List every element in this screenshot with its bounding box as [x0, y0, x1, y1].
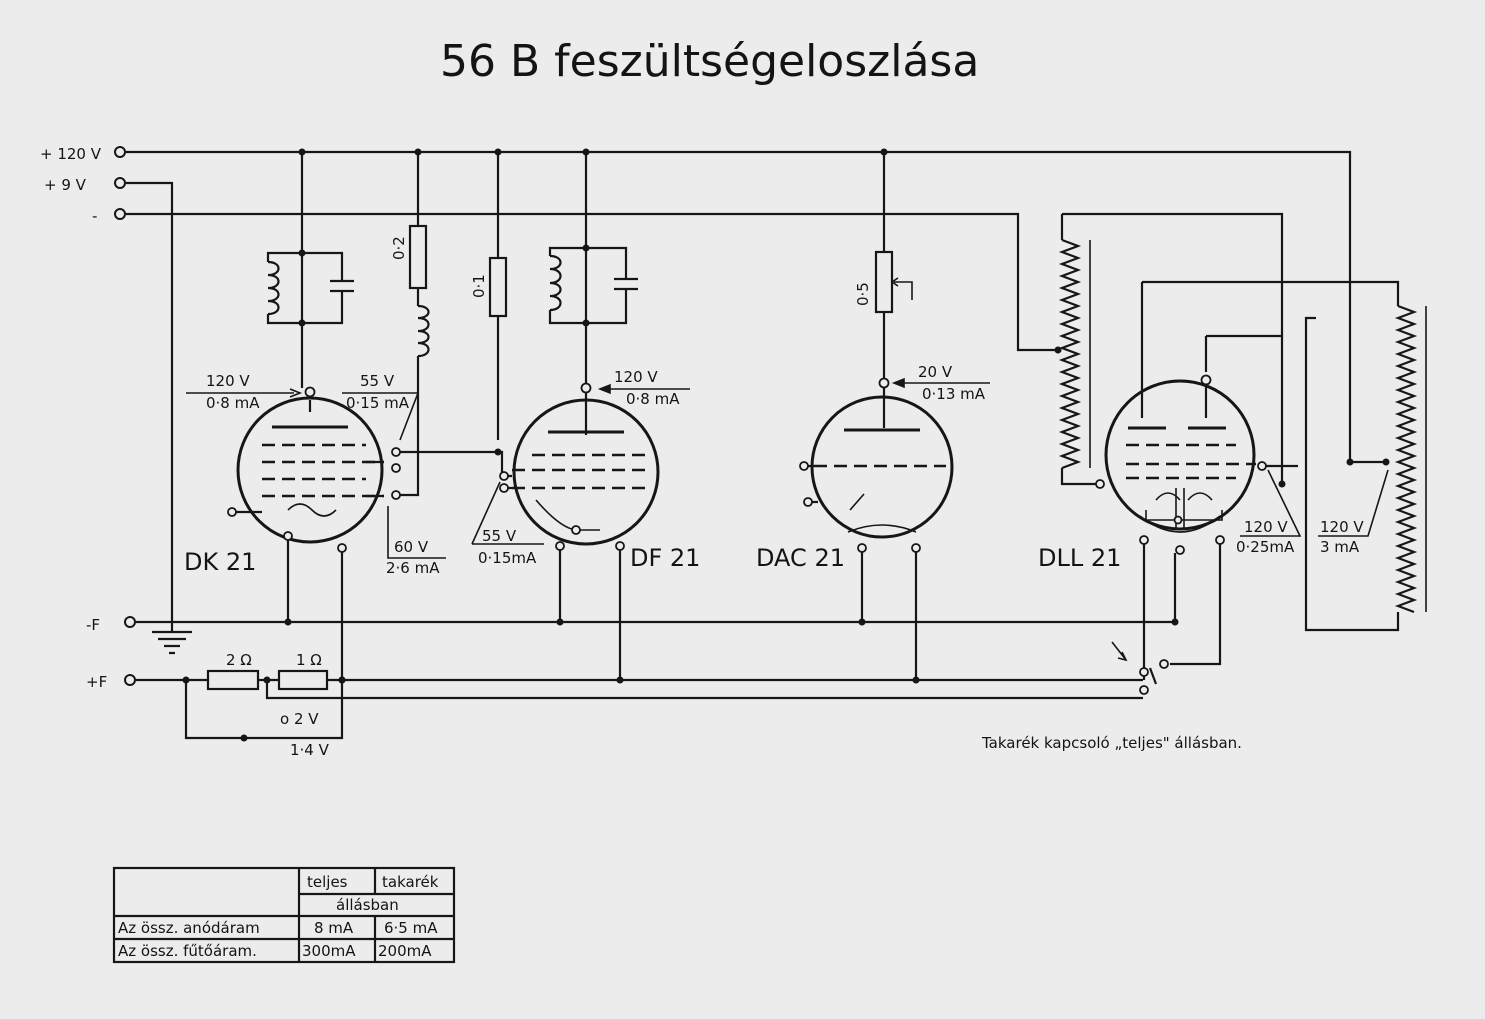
dk21-screen-voltage: 55 V	[360, 372, 395, 390]
rail-label-plus9: + 9 V	[44, 176, 87, 194]
stage-df21: 0·1 DF 21 120 V 0·8 mA 55 V 0·15mA	[470, 148, 700, 684]
potentiometer-0-5-label: 0·5	[854, 282, 872, 306]
stage-dll21: DLL 21 120 V 0·25mA 120 V 3 mA	[1038, 212, 1427, 666]
dac21-anode-voltage: 20 V	[918, 363, 953, 381]
df21-anode-voltage: 120 V	[614, 368, 658, 386]
dk21-anode-voltage: 120 V	[206, 372, 250, 390]
resistor-0-1	[488, 256, 508, 318]
filament-tap-loop	[184, 680, 344, 740]
resistor-1ohm-label: 1 Ω	[296, 651, 322, 669]
tube-dll21-glass	[1104, 379, 1256, 531]
dk21-screen-current: 0·15 mA	[346, 394, 410, 412]
dll21-screen-current: 0·25mA	[1236, 538, 1295, 556]
resistor-1ohm	[277, 669, 329, 691]
economy-switch	[1111, 640, 1169, 695]
tube-label-dk21: DK 21	[184, 548, 256, 576]
resistor-2ohm	[206, 669, 260, 691]
table-cell: 300mA	[302, 942, 356, 960]
resistor-2ohm-label: 2 Ω	[226, 651, 252, 669]
stage-dac21: 0·5 DAC 21 20 V 0·13 mA	[756, 148, 990, 684]
dll21-screen-voltage: 120 V	[1244, 518, 1288, 536]
bus-filament-lower	[265, 680, 1143, 700]
rail-label-plus120: + 120 V	[40, 145, 102, 163]
table-header-takarek: takarék	[382, 873, 439, 891]
resistor-0-1-label: 0·1	[470, 274, 488, 298]
resistor-0-2	[408, 224, 428, 290]
df21-screen-voltage: 55 V	[482, 527, 517, 545]
terminal-plusF	[124, 674, 136, 686]
ground-symbol	[152, 622, 192, 655]
tap-14v-label: 1·4 V	[290, 741, 330, 759]
rail-label-minus: -	[92, 207, 97, 225]
table-cell: 200mA	[378, 942, 432, 960]
dk21-osc-current: 2·6 mA	[386, 559, 440, 577]
table-row-label: Az össz. anódáram	[118, 919, 260, 937]
page-title: 56 B feszültségeloszlása	[440, 36, 979, 87]
table-subheader: állásban	[336, 896, 399, 914]
tube-label-df21: DF 21	[630, 544, 700, 572]
table-header-teljes: teljes	[307, 873, 348, 891]
terminal-plus9	[114, 177, 126, 189]
df21-anode-current: 0·8 mA	[626, 390, 680, 408]
switch-note: Takarék kapcsoló „teljes" állásban.	[981, 734, 1242, 752]
dk21-anode-current: 0·8 mA	[206, 394, 260, 412]
terminal-plus120	[114, 146, 126, 158]
potentiometer-0-5	[874, 250, 894, 314]
stage-dk21: 0·2 DK 21 120 V 0·8 mA 55 V 0·15 mA 60 V…	[184, 148, 504, 684]
tube-label-dll21: DLL 21	[1038, 544, 1121, 572]
table-cell: 8 mA	[314, 919, 354, 937]
dk21-osc-voltage: 60 V	[394, 538, 429, 556]
bus-minus	[126, 212, 1058, 352]
bus-plus9	[126, 181, 174, 622]
terminal-minusF	[124, 616, 136, 628]
rail-label-minusF: -F	[86, 616, 100, 634]
filament-resistors: 2 Ω 1 Ω o 2 V 1·4 V	[182, 651, 346, 759]
current-summary-table: teljes takarék állásban Az össz. anódára…	[112, 866, 456, 964]
input-rails: + 120 V + 9 V - -F +F	[40, 145, 1352, 740]
tap-2v-label: o 2 V	[280, 710, 319, 728]
dll21-anode-voltage: 120 V	[1320, 518, 1364, 536]
tube-dk21-glass	[236, 396, 384, 544]
df21-screen-current: 0·15mA	[478, 549, 537, 567]
rail-label-plusF: +F	[86, 673, 107, 691]
table-cell: 6·5 mA	[384, 919, 438, 937]
dll21-anode-current: 3 mA	[1320, 538, 1360, 556]
bus-plus120	[126, 150, 1352, 462]
terminal-minus	[114, 208, 126, 220]
resistor-0-2-label: 0·2	[390, 236, 408, 260]
table-row-label: Az össz. fűtőáram.	[118, 942, 257, 960]
dac21-anode-current: 0·13 mA	[922, 385, 986, 403]
tube-label-dac21: DAC 21	[756, 544, 845, 572]
